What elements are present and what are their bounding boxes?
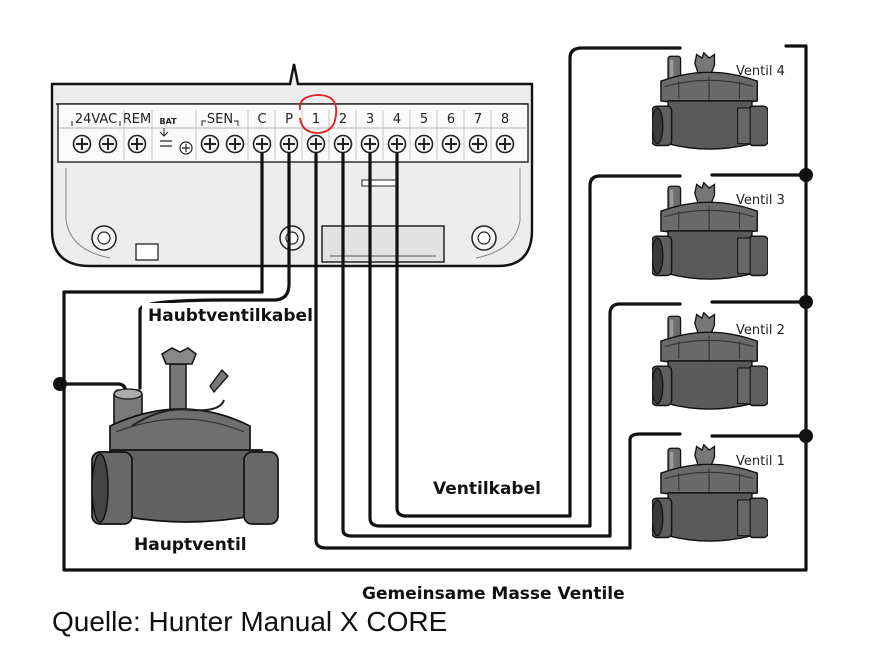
terminal-label-3: 3 — [366, 112, 374, 127]
screw-7 — [468, 134, 488, 154]
terminal-label-sen: SEN — [207, 112, 233, 127]
screw-2 — [333, 134, 353, 154]
terminal-label-5: 5 — [420, 112, 428, 127]
terminal-label-bat: BAT — [159, 117, 177, 126]
junction-dot — [53, 377, 67, 391]
screw-sen-b — [225, 134, 245, 154]
valve-label-1: Ventil 1 — [736, 454, 785, 469]
terminal-screws — [72, 134, 515, 154]
valve-cable-label: Ventilkabel — [433, 479, 541, 499]
terminal-label-c: C — [257, 112, 266, 127]
junction-dot — [799, 168, 813, 182]
screw-5 — [414, 134, 434, 154]
main-valve-cable-label: Haubtventilkabel — [148, 306, 313, 326]
terminal-labels: 24VAC REM BAT SEN C P 1 2 3 4 5 6 7 8 — [71, 110, 509, 160]
screw-3 — [360, 134, 380, 154]
common-ground-label: Gemeinsame Masse Ventile — [362, 584, 625, 604]
screw-p — [279, 134, 299, 154]
source-caption: Quelle: Hunter Manual X CORE — [52, 606, 448, 637]
screw-6 — [441, 134, 461, 154]
screw-4 — [387, 134, 407, 154]
terminal-label-rem: REM — [123, 112, 151, 127]
junction-dot — [799, 429, 813, 443]
junction-dot — [799, 295, 813, 309]
terminal-label-24vac: 24VAC — [75, 112, 117, 127]
screw-c — [252, 134, 272, 154]
terminal-label-6: 6 — [447, 112, 455, 127]
screw-sen-a — [200, 134, 220, 154]
controller-housing — [50, 63, 534, 268]
valve-label-3: Ventil 3 — [736, 193, 785, 208]
terminal-label-1: 1 — [312, 112, 320, 127]
terminal-label-p: P — [285, 112, 293, 127]
screw-8 — [495, 134, 515, 154]
screw-1 — [306, 134, 326, 154]
terminal-label-2: 2 — [339, 112, 347, 127]
screw-24vac-a — [72, 134, 92, 154]
terminal-label-7: 7 — [474, 112, 482, 127]
screw-rem — [127, 134, 147, 154]
main-valve — [91, 347, 279, 525]
main-valve-label: Hauptventil — [134, 535, 247, 555]
screw-24vac-b — [98, 134, 118, 154]
highlight-circle — [298, 94, 338, 134]
terminal-label-8: 8 — [501, 112, 509, 127]
valve-label-2: Ventil 2 — [736, 323, 785, 338]
valve-label-4: Ventil 4 — [736, 64, 785, 79]
terminal-label-4: 4 — [393, 112, 401, 127]
